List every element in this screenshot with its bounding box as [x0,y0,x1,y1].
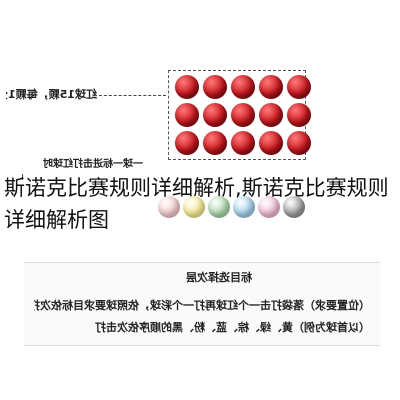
cue-ball-label [104,86,166,104]
sheet-rule-1: （位置要求）落袋打击一个红球再打一个彩球，依照球要求目标依次打球 [34,299,370,312]
red-ball [203,75,227,99]
red-ball [175,75,199,99]
sheet-title: 标目选择次层 [186,271,252,284]
red-ball [259,131,283,155]
sheet-rule-2: （以首球为例）黄、绿、棕、蓝、粉、黑的顺序依次击打 [95,321,370,334]
red-ball [175,131,199,155]
red-ball [259,103,283,127]
color-ball [233,196,255,218]
color-ball [208,196,230,218]
connector-line-vertical [22,174,23,180]
connector-line-left [94,95,166,96]
red-ball [231,131,255,155]
red-ball [287,103,311,127]
red-ball [287,131,311,155]
red-ball [231,75,255,99]
red-ball [287,75,311,99]
red-ball [231,103,255,127]
red-ball-points-label: 红球15颗，每颗1分 [6,88,97,101]
color-ball [283,196,305,218]
color-ball [183,196,205,218]
color-ball [258,196,280,218]
rules-sheet: 标目选择次层 （位置要求）落袋打击一个红球再打一个彩球，依照球要求目标依次打球 … [24,262,380,346]
color-ball [158,196,180,218]
red-ball [203,131,227,155]
red-ball [175,103,199,127]
red-ball [203,103,227,127]
color-ball-row [158,196,305,218]
red-ball-rack [168,70,311,160]
red-ball [259,75,283,99]
